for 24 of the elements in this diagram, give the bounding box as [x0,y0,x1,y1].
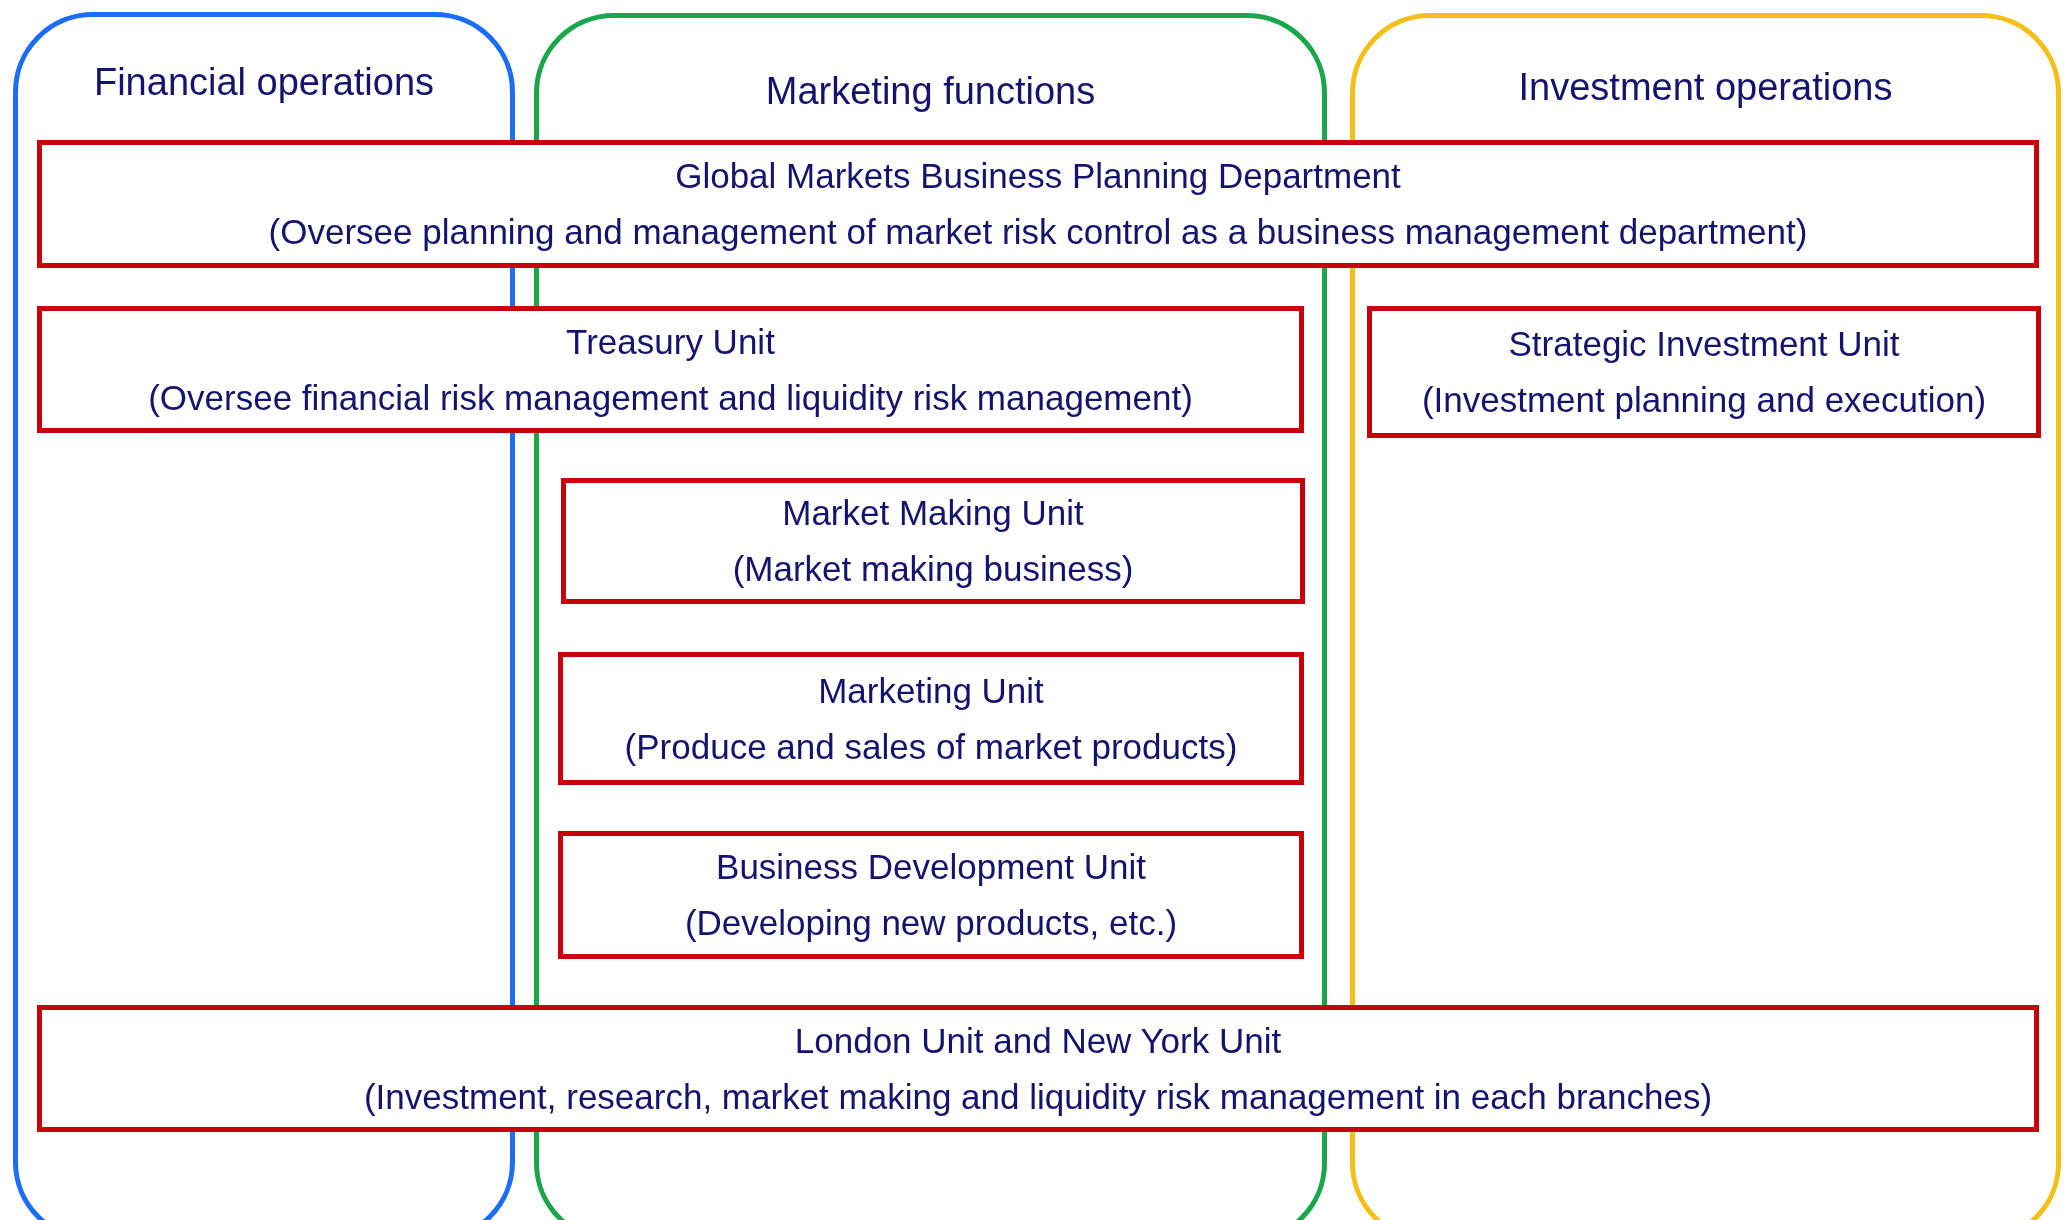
unit-description: (Developing new products, etc.) [684,902,1178,944]
unit-description: (Market making business) [732,548,1134,590]
unit-name: Treasury Unit [566,320,775,363]
unit-description: (Oversee financial risk management and liquidity risk management) [148,376,1193,419]
unit-box [37,306,1304,433]
unit-box [558,831,1304,959]
unit-box [561,478,1305,604]
unit-name: London Unit and New York Unit [794,1019,1282,1062]
column-heading: Investment operations [1517,66,1894,109]
unit-box [1367,306,2041,438]
unit-name: Marketing Unit [818,669,1044,712]
unit-box [37,1005,2039,1132]
unit-box [37,140,2039,268]
unit-name: Strategic Investment Unit [1508,323,1900,365]
unit-name: Business Development Unit [716,846,1146,888]
unit-box [558,652,1304,785]
unit-name: Market Making Unit [782,492,1084,534]
unit-description: (Produce and sales of market products) [624,725,1238,768]
unit-name: Global Markets Business Planning Department [675,155,1401,197]
column-heading: Marketing functions [764,70,1097,113]
unit-description: (Investment planning and execution) [1421,379,1987,421]
unit-description: (Investment, research, market making and liquidity risk management in each branches) [363,1075,1713,1118]
column-heading: Financial operations [92,61,436,104]
unit-description: (Oversee planning and management of market risk control as a business management department) [268,211,1808,253]
